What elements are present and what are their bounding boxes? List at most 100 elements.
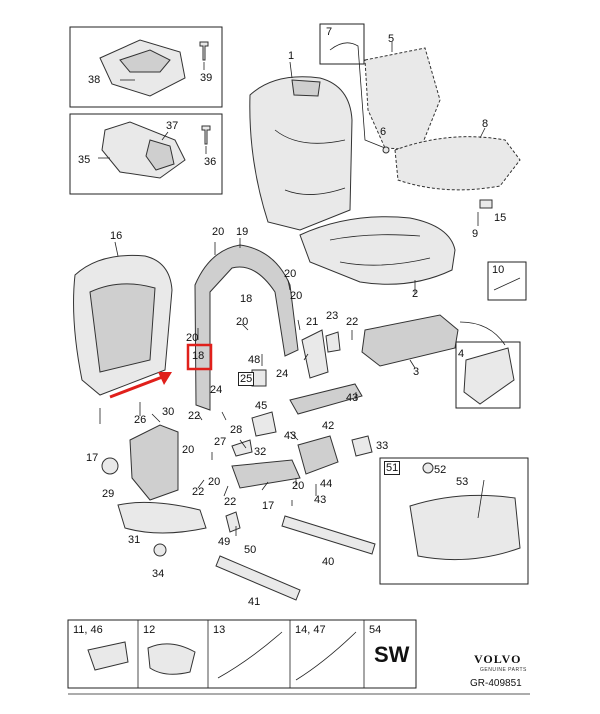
- callout-44: 44: [320, 478, 333, 490]
- callout-35: 35: [78, 154, 91, 166]
- part-12-clip: [147, 643, 196, 675]
- callout-52: 52: [434, 464, 447, 476]
- strip-box: [67, 619, 417, 689]
- part-1-seams: [274, 129, 346, 195]
- part-4-panel: [463, 347, 515, 405]
- callout-2: 2: [412, 288, 419, 300]
- part-49-clip: [225, 511, 241, 533]
- highlight-arrow: [109, 374, 166, 399]
- callout-15: 15: [494, 212, 507, 224]
- part-23-bracket: [325, 331, 341, 353]
- callout-30: 30: [162, 406, 175, 418]
- part-41-rail: [215, 555, 301, 601]
- part-52-clip: [422, 462, 434, 474]
- callout-43: 43: [314, 494, 327, 506]
- part-1-backrest-cover: [249, 76, 353, 231]
- callout-33: 33: [376, 440, 389, 452]
- highlight-frame: [186, 343, 213, 371]
- part-33-clip: [351, 435, 373, 457]
- callout-39: 39: [200, 72, 213, 84]
- callout-20: 20: [292, 480, 305, 492]
- leader-37: [161, 131, 169, 141]
- strip-label-11-46: 11, 46: [73, 624, 103, 636]
- callout-20: 20: [182, 444, 195, 456]
- callout-25: 25: [238, 372, 255, 386]
- brand-tagline: GENUINE PARTS: [480, 667, 527, 673]
- callout-31: 31: [128, 534, 141, 546]
- strip-label-13: 13: [213, 624, 226, 636]
- callout-17: 17: [86, 452, 99, 464]
- callout-51: 51: [384, 461, 401, 475]
- part-6-clip: [382, 146, 390, 154]
- part-44-motor: [297, 435, 339, 475]
- part-2-seams: [329, 234, 431, 266]
- callout-32: 32: [254, 446, 267, 458]
- leader-16: [114, 241, 119, 257]
- part-29-knob: [101, 457, 119, 475]
- part-8-cushion: [394, 136, 521, 191]
- strip-dividers: [137, 620, 365, 688]
- part-21-bracket: [301, 329, 329, 379]
- part-7-cable: [329, 42, 386, 149]
- callout-41: 41: [248, 596, 261, 608]
- leader-3-arrow: [459, 321, 506, 346]
- leader-lines: [99, 242, 357, 536]
- callout-22: 22: [188, 410, 201, 422]
- part-16-inner: [89, 283, 156, 373]
- callout-40: 40: [322, 556, 335, 568]
- brand-logo: VOLVO: [474, 652, 522, 666]
- part-15-clip: [479, 199, 493, 209]
- part-36-screw: [201, 125, 211, 145]
- inset-box-10: [487, 261, 527, 301]
- callout-20: 20: [208, 476, 221, 488]
- callout-20: 20: [236, 316, 249, 328]
- leader-8: [479, 127, 486, 139]
- callout-29: 29: [102, 488, 115, 500]
- callout-23: 23: [326, 310, 339, 322]
- part-10-connector: [493, 277, 521, 291]
- part-13-cable-tie: [217, 631, 283, 679]
- diagram-reference: GR-409851: [470, 678, 522, 689]
- part-32-clip: [231, 439, 253, 457]
- callout-50: 50: [244, 544, 257, 556]
- callout-3: 3: [413, 366, 420, 378]
- part-39-screw: [199, 41, 209, 61]
- part-2-cushion-cover: [299, 216, 456, 285]
- callout-38: 38: [88, 74, 101, 86]
- callout-4: 4: [458, 348, 465, 360]
- callout-16: 16: [110, 230, 123, 242]
- callout-8: 8: [482, 118, 489, 130]
- callout-9: 9: [472, 228, 479, 240]
- callout-37: 37: [166, 120, 179, 132]
- callout-34: 34: [152, 568, 165, 580]
- part-42-rail: [289, 383, 363, 415]
- callout-36: 36: [204, 156, 217, 168]
- callout-28: 28: [230, 424, 243, 436]
- inset-box-51: [379, 457, 529, 585]
- part-34-knob: [153, 543, 167, 557]
- callout-18: 18: [192, 350, 205, 362]
- leader-3: [409, 359, 416, 369]
- inset-box-4: [455, 341, 521, 409]
- inset-box-35: [69, 113, 223, 195]
- callout-27: 27: [214, 436, 227, 448]
- highlight-arrowhead: [158, 372, 172, 385]
- part-3-pad: [361, 314, 459, 367]
- inset-box-7: [319, 23, 365, 65]
- callout-1: 1: [288, 50, 295, 62]
- part-22-bracket: [231, 459, 301, 489]
- callout-43: 43: [346, 392, 359, 404]
- callout-43: 43: [284, 430, 297, 442]
- callout-18: 18: [240, 293, 253, 305]
- part-30-cover: [129, 424, 179, 501]
- part-40-rail: [281, 515, 376, 555]
- part-45-bracket: [251, 411, 277, 437]
- part-14-cable-tie: [295, 631, 357, 681]
- callout-45: 45: [255, 400, 268, 412]
- part-31-trim: [117, 501, 207, 534]
- callout-48: 48: [248, 354, 261, 366]
- part-38-detail: [119, 49, 171, 73]
- part-11-clip: [87, 641, 129, 671]
- inset-box-38: [69, 26, 223, 108]
